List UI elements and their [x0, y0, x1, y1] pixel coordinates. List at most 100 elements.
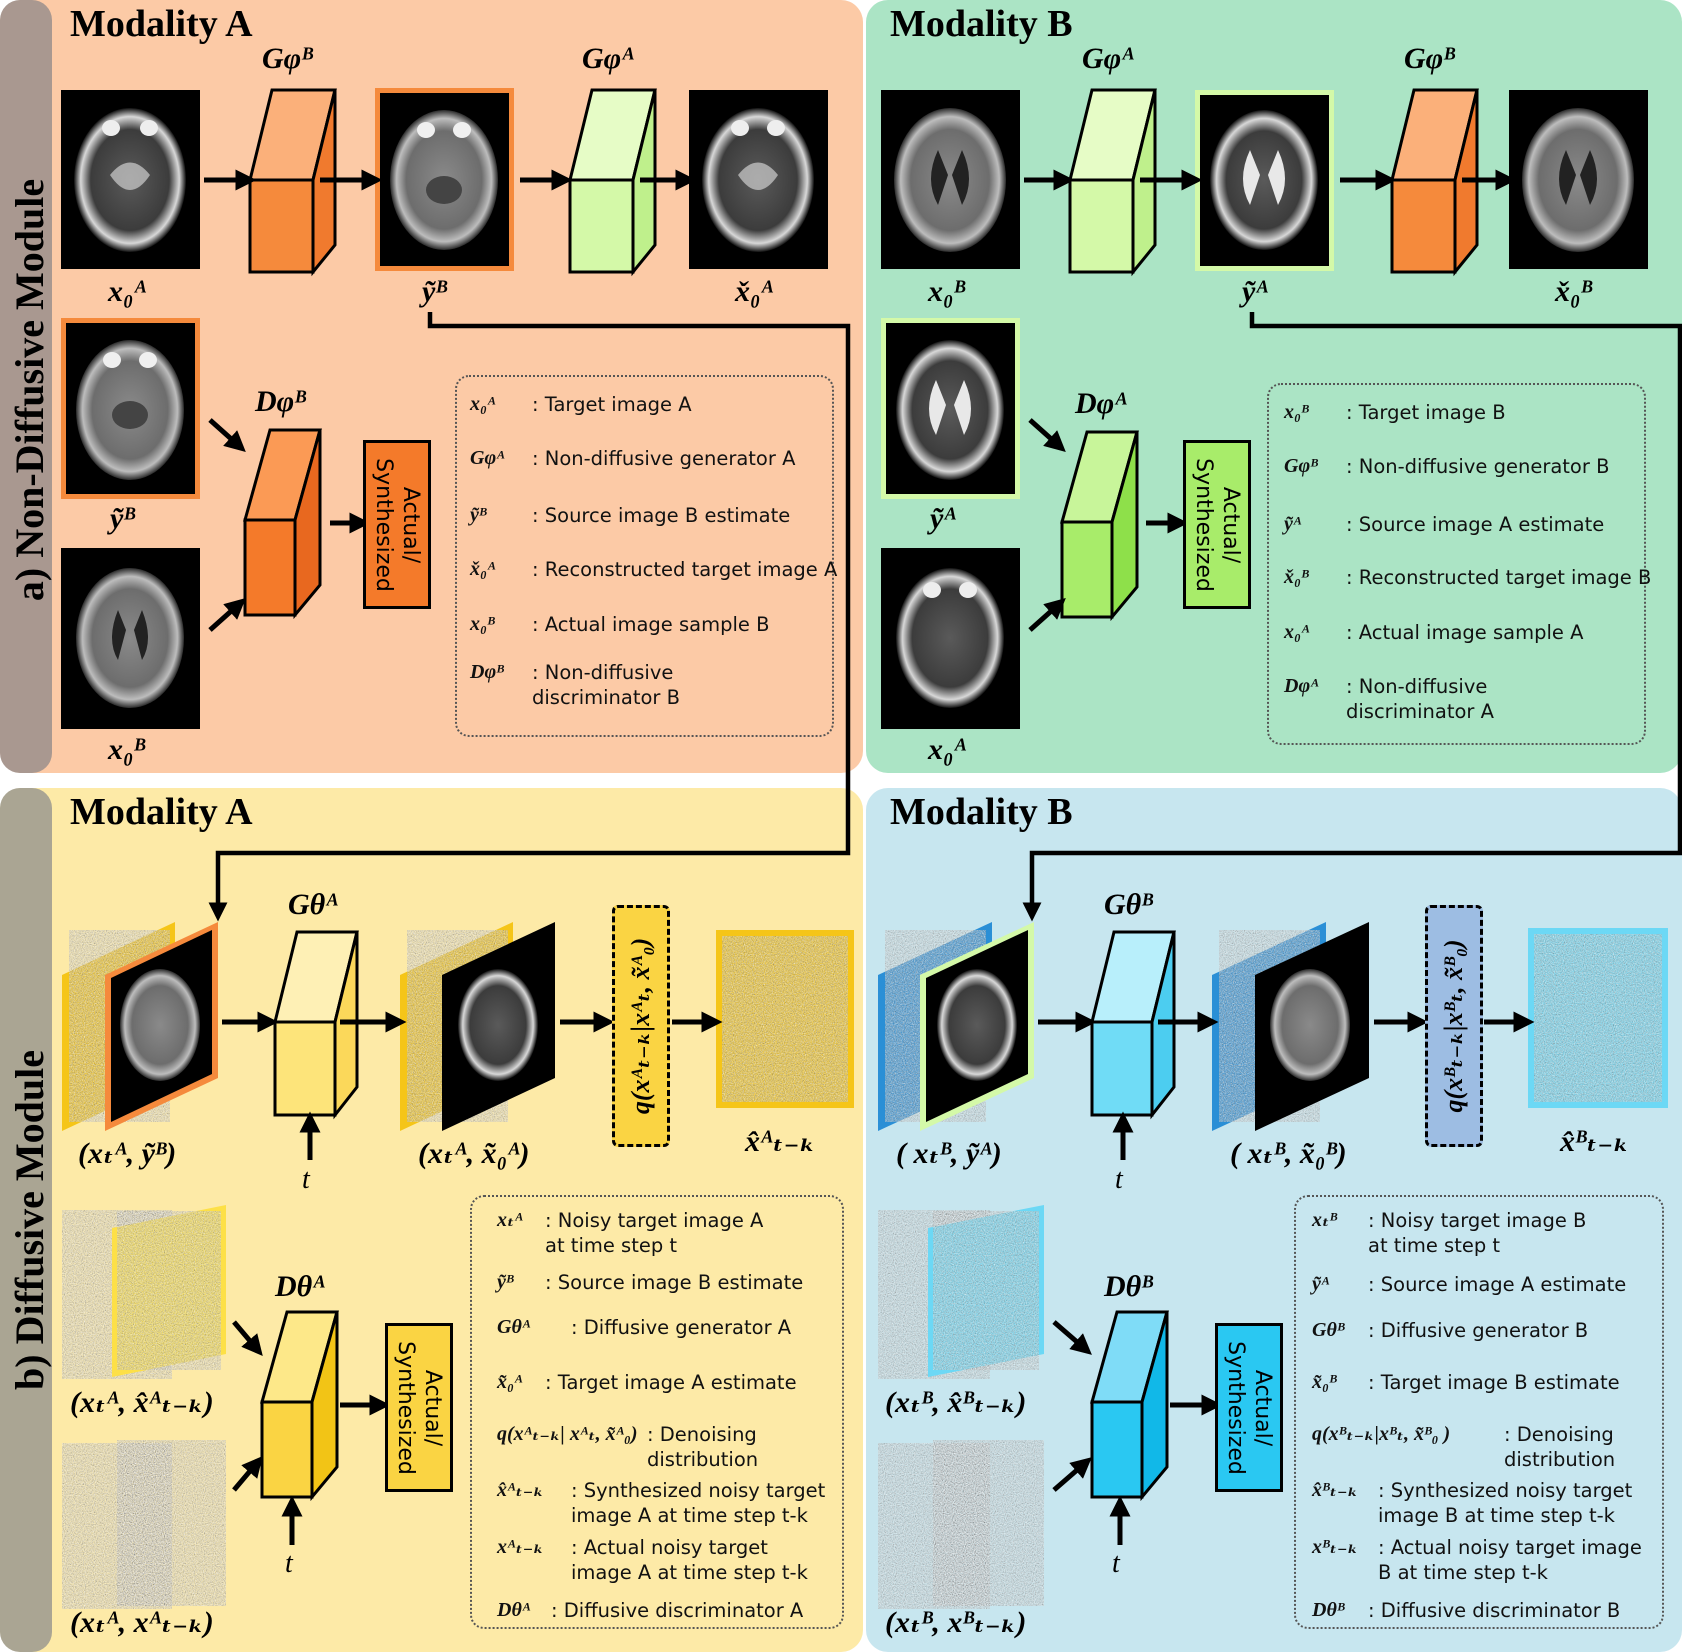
legend-description: : Non-diffusive discriminator A — [1346, 675, 1494, 723]
discriminator-block-bl — [260, 1310, 339, 1502]
denoising-distribution-box-a: q(xᴬₜ₋ₖ|xᴬₜ, x̃ᴬ₀) — [612, 905, 670, 1147]
legend-symbol: x̂ᴮₜ₋ₖ — [1312, 1479, 1358, 1501]
generator-block-bl — [273, 930, 359, 1120]
legend-description: : Target image A — [532, 393, 692, 416]
legend-symbol: ỹᴬ — [1284, 513, 1302, 535]
label-output-bl: x̂ᴬₜ₋ₖ — [745, 1125, 816, 1158]
legend-description: : Target image B — [1346, 401, 1506, 424]
legend-symbol: Gθᴮ — [1312, 1319, 1345, 1341]
legend-tr-row: x̌₀ᴮ : Reconstructed target image B — [1284, 565, 1651, 590]
actual-synth-box-bl: Actual/ Synthesized — [385, 1323, 453, 1492]
mri-x0B-discriminator-input — [61, 548, 200, 729]
mri-yA-discriminator-input — [881, 318, 1020, 499]
title-modality-b-top: Modality B — [890, 3, 1073, 45]
label-discriminator-tr: Dφᴬ — [1075, 387, 1127, 420]
label-discriminator-tl: Dφᴮ — [255, 385, 306, 418]
legend-description: : Actual image sample A — [1346, 621, 1584, 644]
label-t-br-disc: t — [1112, 1548, 1120, 1579]
legend-bl-row: xᴬₜ₋ₖ: Actual noisy target image A at ti… — [497, 1535, 808, 1585]
legend-tl-row: Gφᴬ : Non-diffusive generator A — [470, 446, 795, 471]
legend-symbol: Dθᴬ — [497, 1599, 531, 1621]
legend-description: : Diffusive generator B — [1368, 1319, 1589, 1342]
legend-br-row: xᴮₜ₋ₖ : Actual noisy target image B at ti… — [1312, 1535, 1642, 1585]
label-generator-tl-2: Gφᴬ — [582, 42, 634, 75]
legend-bl-row: ỹᴮ : Source image B estimate — [497, 1270, 803, 1295]
legend-symbol: Dφᴬ — [1284, 675, 1319, 697]
legend-br-row: xₜᴮ: Noisy target image B at time step t — [1312, 1208, 1586, 1258]
legend-symbol: xₜᴬ — [497, 1209, 523, 1231]
legend-tr-row: ỹᴬ: Source image A estimate — [1284, 512, 1604, 537]
label-generator-tl-1: Gφᴮ — [262, 42, 313, 75]
legend-top-left — [455, 375, 834, 737]
legend-br-row: q(xᴮₜ₋ₖ|xᴮₜ, x̃ᴮ₀ ) : Denoising distribut… — [1312, 1422, 1615, 1472]
mri-xcheckB-top-right — [1509, 90, 1648, 269]
legend-description: : Diffusive discriminator A — [551, 1599, 804, 1622]
label-x0B-disc-tl: x₀ᴮ — [108, 733, 145, 766]
actual-synth-box-tl: Actual/ Synthesized — [363, 440, 431, 609]
legend-symbol: q(xᴬₜ₋ₖ| xᴬₜ, x̃ᴬ₀) — [497, 1423, 638, 1445]
legend-tr-row: Dφᴬ : Non-diffusive discriminator A — [1284, 674, 1494, 724]
legend-description: : Source image B estimate — [545, 1271, 804, 1294]
legend-symbol: Gφᴬ — [470, 447, 505, 469]
label-discriminator-br: Dθᴮ — [1104, 1270, 1153, 1303]
legend-symbol: Gφᴮ — [1284, 455, 1318, 477]
label-xcheckB-tr: x̌₀ᴮ — [1555, 275, 1592, 308]
legend-tl-row: x̌₀ᴬ: Reconstructed target image A — [470, 557, 837, 582]
label-disc-pair1-bl: (xₜᴬ, x̂ᴬₜ₋ₖ) — [70, 1386, 214, 1419]
legend-symbol: x₀ᴮ — [470, 613, 495, 635]
legend-bl-row: xₜᴬ: Noisy target image A at time step t — [497, 1208, 763, 1258]
legend-symbol: x₀ᴮ — [1284, 401, 1309, 423]
legend-tl-row: Dφᴮ: Non-diffusive discriminator B — [470, 660, 680, 710]
generator-block-tl-2 — [568, 88, 657, 277]
mri-x0B-top-right — [881, 90, 1020, 269]
legend-description: : Target image A estimate — [545, 1371, 797, 1394]
legend-symbol: x̃₀ᴮ — [1312, 1371, 1337, 1393]
legend-symbol: x₀ᴬ — [1284, 621, 1310, 643]
legend-description: : Denoising distribution — [1504, 1423, 1616, 1471]
legend-tl-row: x₀ᴬ: Target image A — [470, 392, 692, 417]
denoising-distribution-box-b: q(xᴮₜ₋ₖ|xᴮₜ, x̃ᴮ₀) — [1425, 905, 1483, 1147]
legend-symbol: q(xᴮₜ₋ₖ|xᴮₜ, x̃ᴮ₀ ) — [1312, 1423, 1451, 1445]
label-x0B-tr: x₀ᴮ — [928, 275, 965, 308]
legend-description: : Actual noisy target image A at time st… — [571, 1536, 808, 1584]
connector-lines — [208, 312, 1682, 922]
legend-symbol: ỹᴮ — [497, 1271, 514, 1293]
legend-description: : Diffusive discriminator B — [1368, 1599, 1621, 1622]
label-x0A-tl: x₀ᴬ — [108, 275, 146, 308]
legend-description: : Synthesized noisy target image A at ti… — [571, 1479, 826, 1527]
legend-bottom-right — [1294, 1195, 1664, 1629]
output-noisy-bl — [716, 930, 854, 1108]
actual-synth-box-tr: Actual/ Synthesized — [1183, 440, 1251, 609]
legend-symbol: ỹᴮ — [470, 504, 487, 526]
label-generator-tr-2: Gφᴮ — [1404, 42, 1455, 75]
title-modality-a-bottom: Modality A — [70, 791, 253, 833]
legend-br-row: x̃₀ᴮ: Target image B estimate — [1312, 1370, 1620, 1395]
mri-x0A-discriminator-input — [881, 548, 1020, 729]
legend-description: : Actual noisy target image B at time st… — [1378, 1536, 1642, 1584]
legend-symbol: x̂ᴬₜ₋ₖ — [497, 1479, 544, 1501]
legend-bl-row: q(xᴬₜ₋ₖ| xᴬₜ, x̃ᴬ₀): Denoising distribut… — [497, 1422, 758, 1472]
legend-br-row: Gθᴮ : Diffusive generator B — [1312, 1318, 1588, 1343]
legend-symbol: Dφᴮ — [470, 661, 504, 683]
label-x0A-disc-tr: x₀ᴬ — [928, 733, 966, 766]
discriminator-block-br — [1090, 1310, 1169, 1502]
legend-tr-row: Gφᴮ: Non-diffusive generator B — [1284, 454, 1609, 479]
title-modality-b-bottom: Modality B — [890, 791, 1073, 833]
label-pair1-bl: (xₜᴬ, ỹᴮ) — [78, 1137, 177, 1170]
title-modality-a-top: Modality A — [70, 3, 253, 45]
label-yA-tr: ỹᴬ — [1242, 275, 1268, 308]
discriminator-noisy-pair-2 — [62, 1440, 226, 1609]
discriminator-noisy-pair-br-2 — [878, 1440, 1044, 1609]
legend-description: : Non-diffusive generator A — [532, 447, 796, 470]
label-generator-bl: Gθᴬ — [288, 888, 338, 921]
legend-description: : Reconstructed target image B — [1346, 566, 1652, 589]
legend-symbol: xᴮₜ₋ₖ — [1312, 1536, 1358, 1558]
legend-symbol: x̌₀ᴮ — [1284, 566, 1309, 588]
label-disc-pair1-br: (xₜᴮ, x̂ᴮₜ₋ₖ) — [885, 1386, 1027, 1419]
legend-bl-row: Gθᴬ: Diffusive generator A — [497, 1315, 791, 1340]
legend-description: : Diffusive generator A — [571, 1316, 792, 1339]
legend-description: : Noisy target image B at time step t — [1368, 1209, 1587, 1257]
label-pair2-bl: (xₜᴬ, x̃₀ᴬ) — [418, 1137, 530, 1170]
generator-block-tr-1 — [1068, 88, 1157, 277]
